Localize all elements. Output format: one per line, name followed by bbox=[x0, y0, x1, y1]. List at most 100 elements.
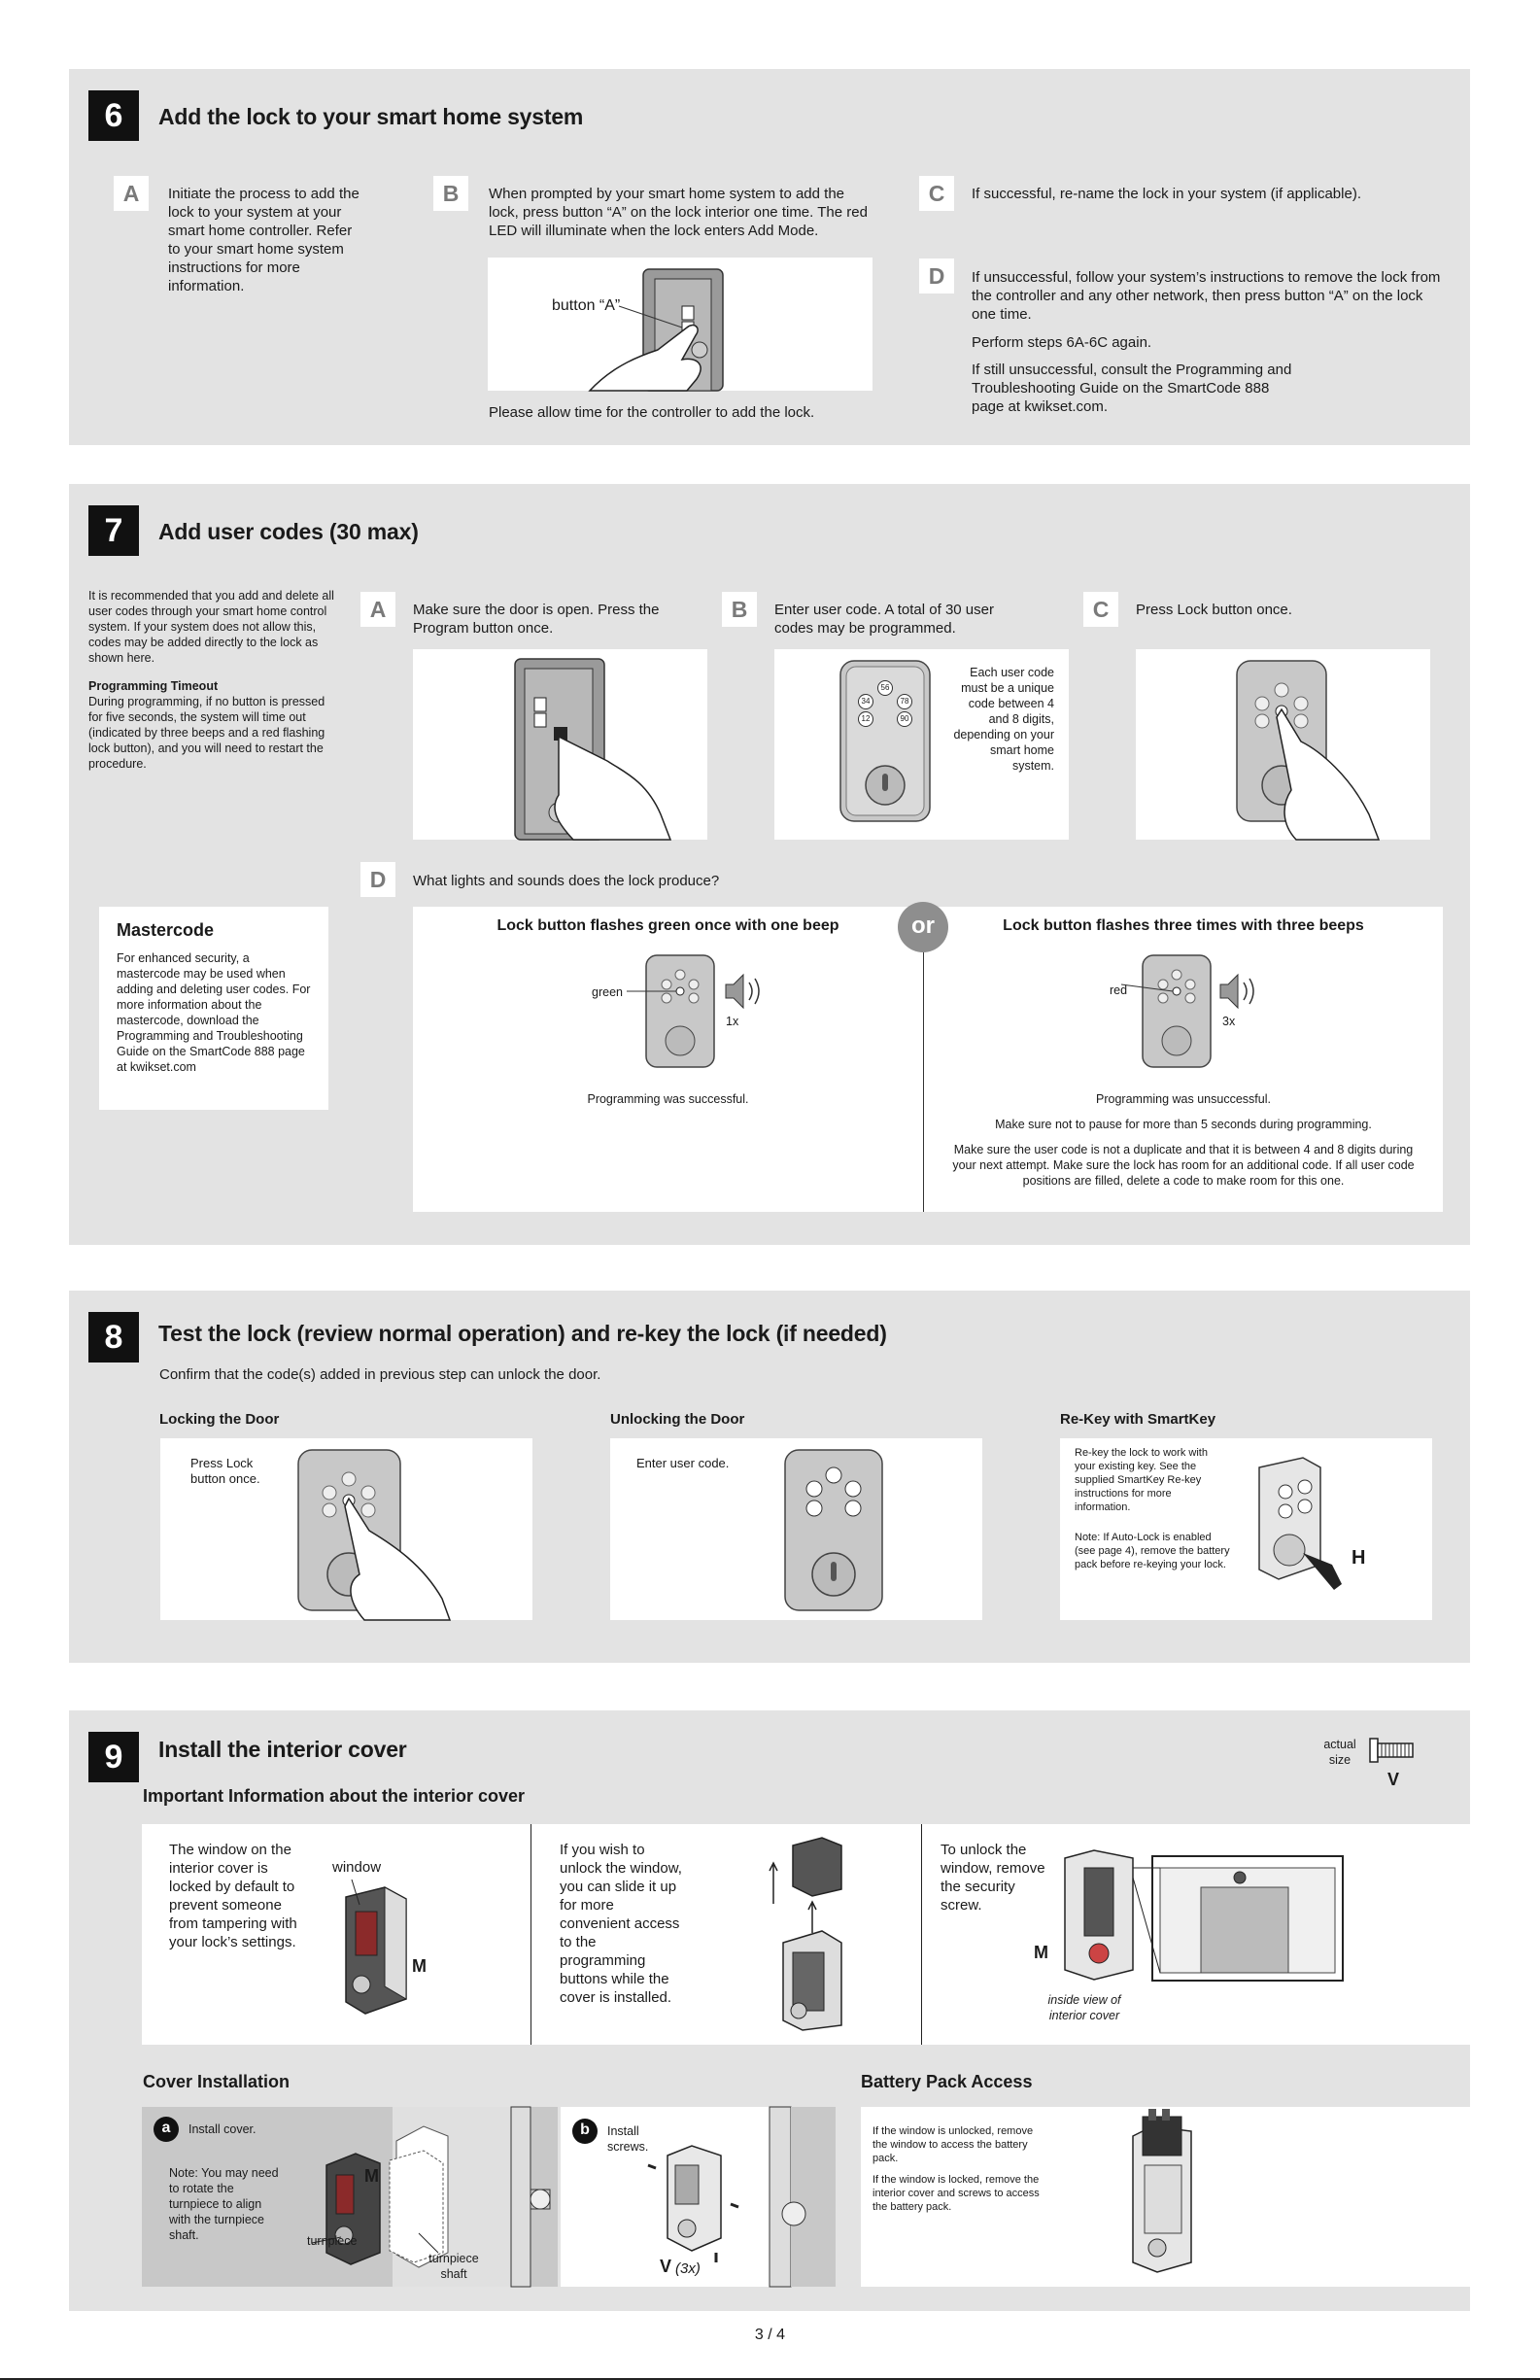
slide-window-drawing bbox=[769, 1837, 842, 2031]
step-title: Test the lock (review normal operation) … bbox=[158, 1321, 887, 1346]
substep-badge-a: a bbox=[154, 2117, 179, 2142]
step-title: Add the lock to your smart home system bbox=[158, 104, 584, 129]
rekey-part-label: H bbox=[1352, 1547, 1366, 1569]
success-title: Lock button flashes green once with one … bbox=[496, 917, 839, 934]
step-letter-c: C bbox=[1083, 592, 1118, 627]
battery-text-2: If the window is locked, remove the inte… bbox=[873, 2174, 1040, 2213]
unlocking-box: Enter user code. bbox=[610, 1438, 982, 1620]
step-letter-c: C bbox=[919, 176, 954, 211]
lock-button-illustration bbox=[1136, 649, 1430, 841]
cover-part-label: M bbox=[412, 1956, 427, 1976]
keypad-key: 90 bbox=[897, 711, 912, 727]
success-text: Programming was successful. bbox=[587, 1092, 749, 1106]
rekey-box: Re-key the lock to work with your existi… bbox=[1060, 1438, 1432, 1620]
feedback-box: Lock button flashes green once with one … bbox=[413, 907, 1443, 1212]
battery-access-box: If the window is unlocked, remove the wi… bbox=[861, 2107, 1483, 2287]
security-screw-drawing bbox=[1064, 1849, 1344, 1982]
screw-count: (3x) bbox=[675, 2260, 701, 2277]
unlocking-drawing bbox=[784, 1449, 883, 1611]
lock-interior-button-a-drawing bbox=[588, 268, 724, 392]
battery-text-1: If the window is unlocked, remove the wi… bbox=[873, 2125, 1034, 2164]
step-number: 9 bbox=[88, 1732, 139, 1782]
cover-part-label: M bbox=[1034, 1943, 1048, 1962]
window-callout: window bbox=[332, 1859, 382, 1876]
locking-box: Press Lock button once. bbox=[160, 1438, 532, 1621]
inside-view-caption: inside view of interior cover bbox=[1047, 1993, 1121, 2022]
keypad-key: 12 bbox=[858, 711, 873, 727]
success-keypad-drawing bbox=[627, 954, 760, 1068]
fail-color-label: red bbox=[1110, 983, 1128, 997]
step-6a-text: Initiate the process to add the lock to … bbox=[168, 186, 359, 294]
mastercode-text: For enhanced security, a mastercode may … bbox=[117, 951, 311, 1074]
step-letter-a: A bbox=[360, 592, 395, 627]
fail-text-3: Make sure the user code is not a duplica… bbox=[952, 1143, 1415, 1188]
unlocking-title: Unlocking the Door bbox=[610, 1411, 745, 1428]
cover-install-a-box: a Install cover. Note: You may need to r… bbox=[142, 2106, 558, 2288]
program-button-drawing bbox=[514, 658, 672, 841]
lock-interior-illustration: button “A” bbox=[488, 258, 873, 392]
turnpiece-shaft-label: turnpiece shaft bbox=[428, 2252, 479, 2281]
important-info-title: Important Information about the interior… bbox=[143, 1786, 526, 1806]
locking-drawing bbox=[297, 1449, 452, 1621]
cover-install-b-box: b Install screws. V (3x) bbox=[561, 2106, 836, 2288]
step-letter-d: D bbox=[360, 862, 395, 897]
step-number: 7 bbox=[88, 505, 139, 556]
fail-text-1: Programming was unsuccessful. bbox=[1096, 1092, 1271, 1106]
keypad-illustration: 56 34 78 12 90 Each user code must be a … bbox=[774, 649, 1069, 840]
step-letter-a: A bbox=[114, 176, 149, 211]
info-window-locked-text: The window on the interior cover is lock… bbox=[169, 1842, 297, 1950]
locking-title: Locking the Door bbox=[159, 1411, 280, 1428]
step-6d-text-2: Perform steps 6A-6C again. bbox=[972, 334, 1152, 351]
programming-timeout-text: During programming, if no button is pres… bbox=[88, 695, 325, 771]
keypad-key: 78 bbox=[897, 694, 912, 709]
actual-size-label: actual size bbox=[1323, 1738, 1356, 1767]
fail-title: Lock button flashes three times with thr… bbox=[1003, 917, 1364, 934]
step-letter-b: B bbox=[433, 176, 468, 211]
fail-beep-count: 3x bbox=[1222, 1015, 1236, 1028]
step-letter-d: D bbox=[919, 259, 954, 293]
step-7b-text: Enter user code. A total of 30 user code… bbox=[774, 602, 994, 637]
cover-part-label: M bbox=[364, 2166, 379, 2186]
screw-part-label: V bbox=[660, 2257, 672, 2276]
lock-button-drawing bbox=[1236, 660, 1381, 841]
rekey-title: Re-Key with SmartKey bbox=[1060, 1411, 1216, 1428]
install-a-text: Install cover. bbox=[188, 2122, 257, 2136]
button-a-callout: button “A” bbox=[552, 297, 621, 314]
step-7a-text: Make sure the door is open. Press the Pr… bbox=[413, 602, 660, 637]
keypad-key: 56 bbox=[877, 680, 893, 696]
program-button-illustration bbox=[413, 649, 707, 841]
programming-timeout-title: Programming Timeout bbox=[88, 679, 219, 693]
fail-keypad-drawing bbox=[1120, 954, 1254, 1068]
success-color-label: green bbox=[592, 985, 623, 999]
unlocking-text: Enter user code. bbox=[636, 1456, 730, 1470]
info-divider-2 bbox=[921, 1824, 922, 2045]
interior-cover-info-box: The window on the interior cover is lock… bbox=[142, 1824, 1483, 2045]
info-remove-screw-text: To unlock the window, remove the securit… bbox=[941, 1842, 1045, 1914]
page-bottom-rule bbox=[0, 2378, 1540, 2380]
step-8-intro: Confirm that the code(s) added in previo… bbox=[159, 1366, 601, 1383]
install-screws-drawing bbox=[561, 2106, 836, 2288]
install-cover-drawing bbox=[311, 2106, 551, 2288]
step-number: 6 bbox=[88, 90, 139, 141]
step-6b-text: When prompted by your smart home system … bbox=[489, 186, 868, 239]
step-9-panel: 9 Install the interior cover actual size… bbox=[69, 1710, 1483, 2311]
install-a-note: Note: You may need to rotate the turnpie… bbox=[169, 2166, 279, 2242]
rekey-text: Re-key the lock to work with your existi… bbox=[1075, 1447, 1208, 1513]
step-8-panel: 8 Test the lock (review normal operation… bbox=[69, 1291, 1470, 1663]
step-7c-text: Press Lock button once. bbox=[1136, 602, 1292, 618]
locking-text: Press Lock button once. bbox=[190, 1456, 260, 1486]
step-6d-text-3: If still unsuccessful, consult the Progr… bbox=[972, 362, 1292, 415]
step-7d-question: What lights and sounds does the lock pro… bbox=[413, 873, 720, 889]
mastercode-title: Mastercode bbox=[117, 920, 215, 940]
rekey-drawing bbox=[1258, 1457, 1342, 1590]
step-6b-caption: Please allow time for the controller to … bbox=[489, 404, 815, 421]
info-unlock-window-text: If you wish to unlock the window, you ca… bbox=[560, 1842, 682, 2006]
info-divider-1 bbox=[530, 1824, 531, 2045]
battery-pack-title: Battery Pack Access bbox=[861, 2072, 1033, 2091]
step-letter-b: B bbox=[722, 592, 757, 627]
screw-icon bbox=[1369, 1738, 1414, 1763]
cover-window-drawing bbox=[345, 1879, 407, 2015]
install-b-text: Install screws. bbox=[607, 2124, 649, 2154]
step-6c-text: If successful, re-name the lock in your … bbox=[972, 186, 1361, 202]
substep-badge-b: b bbox=[572, 2119, 598, 2144]
